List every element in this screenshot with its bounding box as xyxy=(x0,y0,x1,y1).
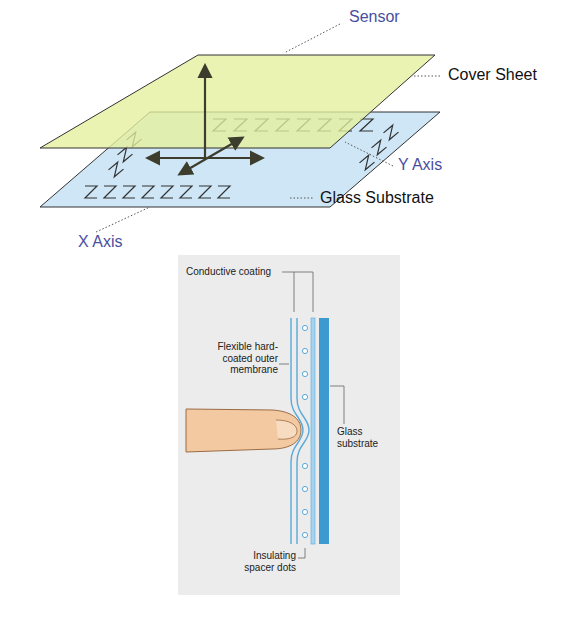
glass-substrate-band xyxy=(319,318,329,544)
spacer-dot xyxy=(302,509,307,514)
leader-line xyxy=(96,207,150,232)
y-arrow xyxy=(180,138,242,174)
spacer-dot xyxy=(302,463,307,468)
electrode-zigzag xyxy=(109,162,124,177)
part-label: Conductive coating xyxy=(186,266,282,278)
part-label: Insulating spacer dots xyxy=(240,550,296,573)
leader-line xyxy=(345,142,393,166)
leader-line xyxy=(298,548,305,558)
electrode-zigzag xyxy=(218,186,230,198)
axis-label: X Axis xyxy=(78,233,158,251)
electrode-zigzag xyxy=(199,186,211,198)
callout-leaders xyxy=(279,272,344,558)
leader-line xyxy=(414,76,442,77)
electrode-zigzag xyxy=(384,125,399,140)
electrode-zigzag xyxy=(372,140,387,155)
leader-line xyxy=(294,272,295,312)
electrode-zigzag xyxy=(85,186,97,198)
electrode-zigzag xyxy=(142,186,154,198)
electrode-zigzag xyxy=(118,147,133,162)
leader-line xyxy=(330,386,344,424)
part-label: Cover Sheet xyxy=(448,66,566,84)
electrode-zigzag xyxy=(360,119,373,131)
leader-line xyxy=(290,198,314,199)
electrode-zigzag xyxy=(180,186,192,198)
finger xyxy=(186,409,301,452)
part-label: Glass Substrate xyxy=(320,189,470,207)
electrode-zigzag xyxy=(360,155,375,170)
spacer-dot xyxy=(302,394,307,399)
part-label: Glass substrate xyxy=(337,426,393,449)
cross-section-panel xyxy=(178,255,400,595)
spacer-dot xyxy=(302,486,307,491)
electrode-zigzag xyxy=(123,186,135,198)
spacer-dot xyxy=(302,348,307,353)
leader-line xyxy=(282,272,313,312)
conductive-coating-glass xyxy=(311,318,315,544)
part-label: Flexible hard-coated outer membrane xyxy=(214,341,278,376)
cover-sheet xyxy=(40,55,435,148)
fingernail xyxy=(276,420,297,439)
leader-line xyxy=(279,364,289,365)
spacer-dot xyxy=(302,532,307,537)
spacer-dot xyxy=(302,371,307,376)
axis-arrows xyxy=(148,66,262,174)
leader-line xyxy=(284,24,340,53)
electrode-zigzag xyxy=(161,186,173,198)
electrode-zigzag xyxy=(104,186,116,198)
axis-label: Y Axis xyxy=(398,156,488,174)
callout-label: Sensor xyxy=(349,8,439,26)
spacer-dot xyxy=(302,325,307,330)
z-arrow xyxy=(204,66,206,158)
